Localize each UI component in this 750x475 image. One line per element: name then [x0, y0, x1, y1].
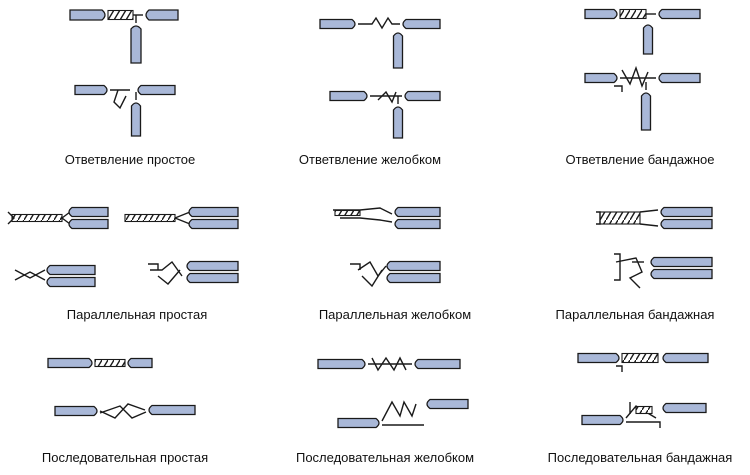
bare-conductor — [614, 85, 623, 92]
bare-conductor — [381, 400, 417, 422]
wire-pair-lower — [46, 276, 96, 288]
wire-pair-upper — [386, 260, 441, 272]
caption-serial-bandage: Последовательная бандажная — [547, 450, 733, 465]
branch-wire — [130, 102, 142, 137]
wire-pair-upper — [186, 260, 239, 272]
bare-conductor — [14, 271, 46, 281]
bare-conductor — [333, 207, 393, 215]
wire-right — [127, 357, 153, 369]
branch-wire — [642, 24, 654, 55]
wire-pair-upper — [394, 206, 441, 218]
wire-pair-lower — [386, 272, 441, 284]
wire-right — [402, 18, 441, 30]
wire-pair-upper — [660, 206, 713, 218]
twisted-section — [94, 358, 126, 368]
wire-left — [577, 352, 620, 364]
wire-pair-lower — [188, 218, 239, 230]
bare-conductor — [615, 257, 643, 289]
wire-right — [658, 72, 701, 84]
wire-pair-lower — [650, 268, 713, 280]
bare-conductor — [7, 211, 15, 225]
bare-conductor — [626, 421, 661, 428]
wire-left — [74, 84, 108, 96]
wire-right — [148, 404, 196, 416]
twisted-section — [107, 9, 134, 21]
bare-conductor — [340, 217, 393, 223]
wire-left — [319, 18, 356, 30]
caption-parallel-bandage: Параллельная бандажная — [555, 307, 715, 322]
bare-conductor — [358, 16, 400, 30]
wire-right — [404, 90, 441, 102]
wire-pair-upper — [68, 206, 109, 218]
wire-right — [658, 8, 701, 20]
branch-wire — [640, 92, 652, 131]
bare-conductor — [377, 90, 397, 104]
bare-conductor — [113, 89, 127, 110]
bare-conductor — [14, 269, 46, 279]
wire-left — [329, 90, 368, 102]
caption-branch-bandage: Ответвление бандажное — [565, 152, 715, 167]
wire-pair-upper — [650, 256, 713, 268]
wire-right — [662, 352, 709, 364]
wire-left — [54, 405, 98, 417]
wire-left — [584, 8, 618, 20]
wire-right — [426, 398, 469, 410]
bare-conductor — [99, 403, 146, 419]
twisted-section — [124, 213, 176, 223]
bare-conductor — [361, 269, 383, 288]
bare-conductor — [174, 211, 191, 219]
branch-wire — [392, 32, 404, 69]
caption-serial-groove: Последовательная желобком — [295, 450, 475, 465]
branch-wire — [392, 106, 404, 139]
caption-branch-simple: Ответвление простое — [64, 152, 196, 167]
bare-conductor — [616, 365, 623, 372]
bare-conductor — [357, 261, 387, 278]
bare-conductor — [639, 223, 659, 227]
caption-parallel-groove: Параллельная желобком — [318, 307, 472, 322]
wire-pair-upper — [46, 264, 96, 276]
wire-pair-lower — [660, 218, 713, 230]
branch-wire — [130, 25, 142, 64]
wire-pair-lower — [394, 218, 441, 230]
wire-right — [137, 84, 176, 96]
wire-pair-lower — [68, 218, 109, 230]
wire-pair-lower — [186, 272, 239, 284]
wire-left — [69, 9, 106, 21]
bare-conductor — [596, 211, 601, 225]
bare-conductor — [371, 356, 407, 372]
caption-serial-simple: Последовательная простая — [41, 450, 209, 465]
bare-conductor — [148, 263, 159, 270]
bare-conductor — [174, 217, 191, 225]
wire-right — [145, 9, 179, 21]
wire-left — [317, 358, 366, 370]
bare-conductor — [621, 65, 649, 88]
caption-branch-groove: Ответвление желобком — [298, 152, 442, 167]
wire-left — [584, 72, 618, 84]
twisted-section — [635, 405, 653, 415]
bare-conductor — [614, 253, 621, 281]
wire-left — [581, 414, 624, 426]
bare-conductor — [639, 209, 659, 213]
wire-left — [337, 417, 380, 429]
bare-conductor — [150, 260, 183, 277]
caption-parallel-simple: Параллельная простая — [66, 307, 208, 322]
twisted-section — [619, 8, 647, 20]
twisted-section — [11, 213, 63, 223]
twisted-section — [334, 209, 361, 217]
twisted-section — [599, 211, 641, 225]
wire-pair-upper — [188, 206, 239, 218]
wire-right — [414, 358, 461, 370]
bare-conductor — [157, 269, 181, 285]
wire-right — [662, 402, 707, 414]
wire-left — [47, 357, 93, 369]
bare-conductor — [99, 405, 147, 419]
twisted-section — [621, 352, 659, 364]
